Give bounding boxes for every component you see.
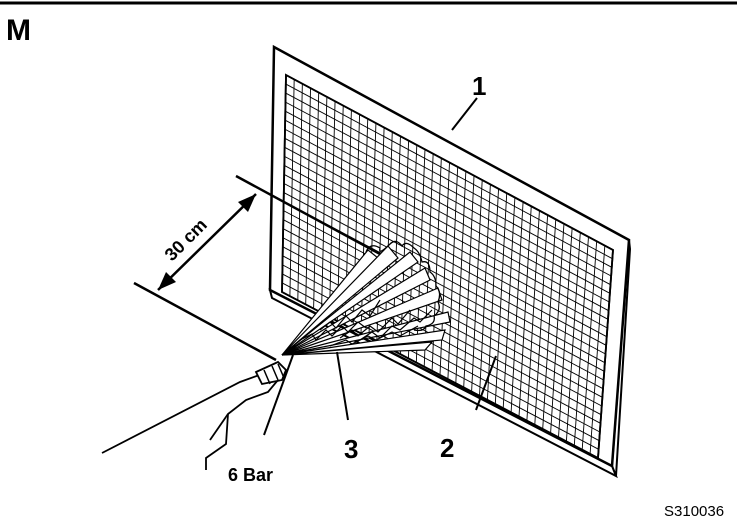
mesh-horizontal-wire	[284, 146, 609, 320]
mesh-horizontal-wire	[284, 165, 607, 338]
spray-fan	[281, 240, 451, 356]
mesh-horizontal-wire	[284, 119, 611, 294]
mesh-horizontal-wire	[284, 155, 608, 329]
mesh-horizontal-wire	[285, 83, 613, 260]
distance-label: 30 cm	[161, 215, 211, 265]
mesh-horizontal-wire	[284, 137, 609, 312]
mesh-horizontal-wire	[283, 219, 604, 390]
label-frame: 1	[472, 71, 486, 101]
mesh-horizontal-wire	[285, 101, 612, 277]
mesh-horizontal-wire	[283, 192, 606, 364]
mesh-horizontal-wire	[283, 183, 606, 355]
mesh-border	[281, 73, 614, 460]
filter-frame	[268, 44, 632, 479]
label-mesh: 2	[440, 433, 454, 463]
spray-gun	[101, 360, 288, 470]
label-pressure: 6 Bar	[228, 465, 273, 485]
mesh-horizontal-wire	[284, 128, 610, 303]
label-spray: 3	[344, 434, 358, 464]
mesh-horizontal-wire	[283, 174, 607, 346]
mesh-horizontal-wire	[285, 92, 612, 268]
figure-code: S310036	[664, 503, 724, 520]
distance-dimension	[133, 174, 381, 362]
mesh-horizontal-wire	[285, 110, 611, 286]
leader-lines	[263, 97, 497, 436]
panel-letter: M	[6, 14, 31, 47]
mesh-horizontal-wire	[283, 210, 604, 381]
